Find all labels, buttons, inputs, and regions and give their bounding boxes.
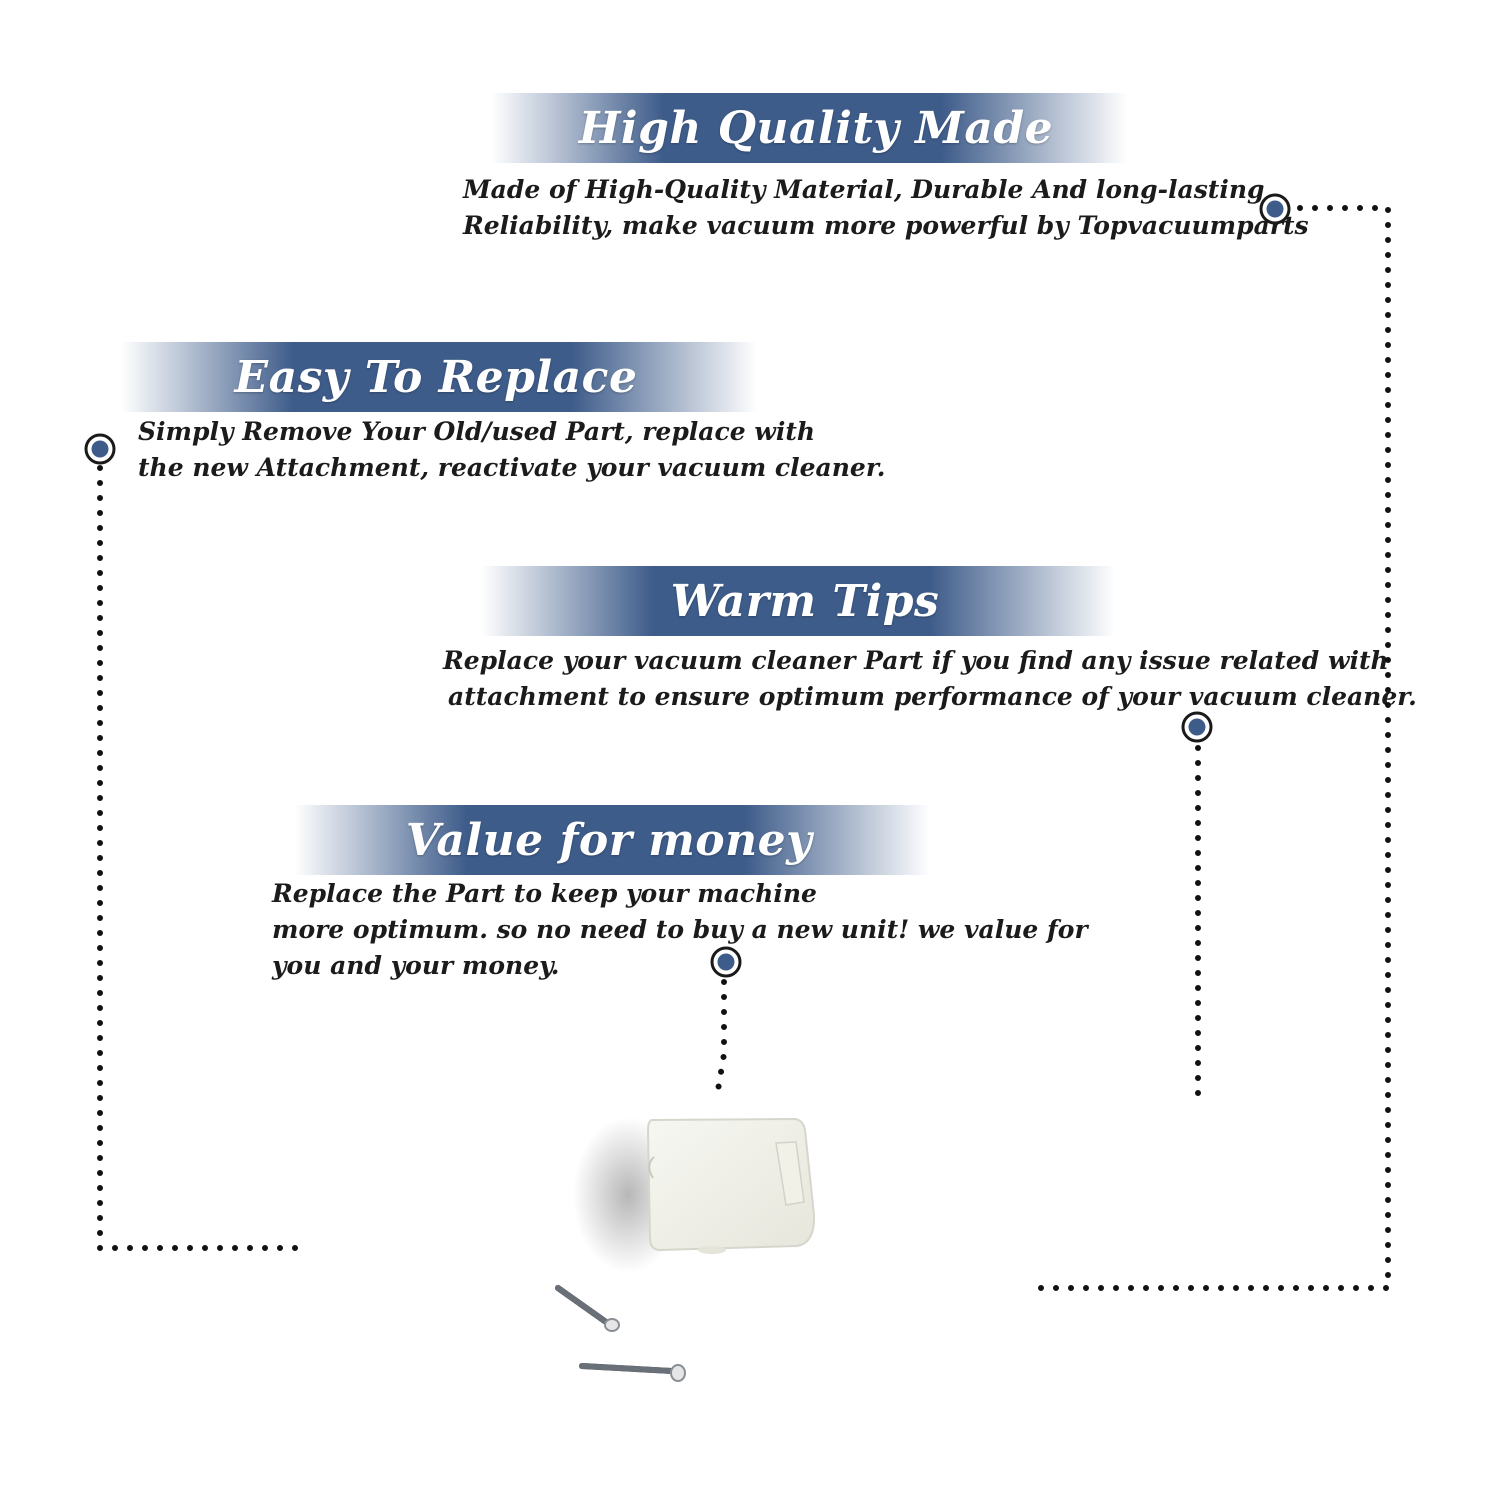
replacement-part-icon [573, 1117, 816, 1273]
screw-icon-2 [579, 1363, 686, 1382]
banner-title: Warm Tips [670, 575, 940, 627]
description-warm-tips: Replace your vacuum cleaner Part if you … [443, 643, 1417, 715]
description-line: more optimum. so no need to buy a new un… [272, 915, 1088, 944]
connector-line-4 [715, 979, 727, 1093]
banner-easy-replace: Easy To Replace [95, 342, 757, 412]
description-line: Replace your vacuum cleaner Part if you … [443, 646, 1389, 675]
banner-title: High Quality Made [578, 102, 1054, 154]
product-illustration [555, 1117, 816, 1382]
banner-value-money: Value for money [268, 805, 930, 875]
description-line: you and your money. [272, 951, 560, 980]
description-easy-replace: Simply Remove Your Old/used Part, replac… [138, 414, 885, 486]
description-line: Replace the Part to keep your machine [272, 879, 817, 908]
description-line: Simply Remove Your Old/used Part, replac… [138, 417, 816, 446]
description-high-quality: Made of High-Quality Material, Durable A… [463, 172, 1309, 244]
description-line: attachment to ensure optimum performance… [448, 682, 1417, 711]
description-line: the new Attachment, reactivate your vacu… [138, 453, 886, 482]
connector-line-1 [1035, 205, 1391, 1291]
marker-icon-4 [710, 946, 742, 978]
marker-icon-2 [84, 433, 116, 465]
screw-icon-1 [555, 1285, 620, 1332]
marker-icon-3 [1181, 711, 1213, 743]
banner-warm-tips: Warm Tips [455, 566, 1115, 636]
banner-high-quality: High Quality Made [465, 93, 1127, 163]
description-line: Made of High-Quality Material, Durable A… [463, 175, 1265, 204]
description-line: Reliability, make vacuum more powerful b… [463, 211, 1309, 240]
marker-icon-1 [1259, 193, 1291, 225]
description-value-money: Replace the Part to keep your machine mo… [272, 876, 1088, 984]
banner-title: Easy To Replace [234, 351, 638, 403]
banner-title: Value for money [405, 814, 813, 866]
connector-line-2 [97, 465, 299, 1251]
